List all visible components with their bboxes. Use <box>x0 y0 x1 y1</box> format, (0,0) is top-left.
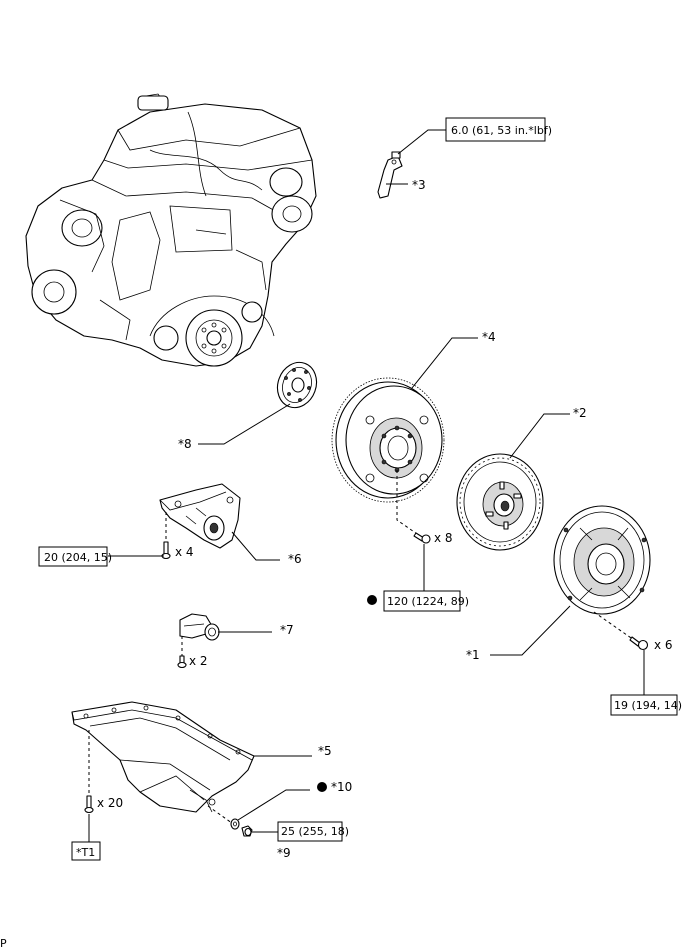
oil-pan[interactable] <box>71 701 255 813</box>
flywheel-spacer[interactable] <box>271 357 322 413</box>
filled-circle-icon <box>367 595 377 605</box>
drain-torque-label: 25 (255, 18) <box>281 825 349 838</box>
flywheel-torque-box <box>383 590 461 612</box>
clutch-cover[interactable] <box>553 505 651 615</box>
mount-bolt-qty: x 4 <box>175 545 194 559</box>
gasket-callout-leader <box>237 789 310 821</box>
housing-bolt[interactable] <box>177 655 187 669</box>
pan-bolt-qty: x 20 <box>97 796 123 810</box>
drain-torque-box <box>277 821 343 842</box>
callout-10: *10 <box>331 780 352 794</box>
callout-7: *7 <box>280 623 294 637</box>
mount-torque-box <box>38 546 108 567</box>
mount-torque-label: 20 (204, 15) <box>44 551 112 564</box>
sensor-torque-leader <box>397 129 446 155</box>
disc-callout-leader <box>509 413 570 459</box>
cover-bolt-qty: x 6 <box>654 638 673 652</box>
clutch-disc[interactable] <box>456 453 544 551</box>
inlet-housing[interactable] <box>179 613 220 641</box>
sensor-torque-label: 6.0 (61, 53 in.*lbf) <box>451 124 552 137</box>
sensor-torque-box <box>445 117 546 142</box>
flywheel-torque-label: 120 (1224, 89) <box>387 595 469 608</box>
housing-bolt-qty: x 2 <box>189 654 208 668</box>
pan-torque-box <box>71 841 101 861</box>
mount-callout-leader <box>231 531 280 561</box>
callout-3: *3 <box>412 178 426 192</box>
mount-bolt[interactable] <box>161 541 171 560</box>
engine-assembly <box>25 93 317 367</box>
callout-8: *8 <box>178 437 192 451</box>
cover-torque-box <box>610 694 678 716</box>
clutch-cover-bolt[interactable] <box>629 636 649 651</box>
callout-4: *4 <box>482 330 496 344</box>
cover-torque-label: 19 (194, 14) <box>614 699 682 712</box>
callout-1: *1 <box>466 648 480 662</box>
pan-torque-label: *T1 <box>76 846 95 859</box>
cover-callout-leader <box>490 605 571 656</box>
cover-bolt-guide <box>593 611 635 641</box>
flywheel-callout-leader <box>411 337 478 389</box>
flywheel[interactable] <box>331 377 445 503</box>
flywheel-bolt[interactable] <box>413 532 431 544</box>
flywheel-bolt-qty: x 8 <box>434 531 453 545</box>
drain-gasket[interactable] <box>230 818 240 830</box>
drain-plug[interactable] <box>241 825 253 837</box>
spacer-callout-leader <box>198 403 291 445</box>
callout-2: *2 <box>573 406 587 420</box>
pan-bolt[interactable] <box>84 795 94 814</box>
callout-6: *6 <box>288 552 302 566</box>
callout-5: *5 <box>318 744 332 758</box>
filled-circle-icon <box>317 782 327 792</box>
engine-mount-bracket[interactable] <box>159 483 241 549</box>
callout-9: *9 <box>277 846 291 860</box>
corner-mark: P <box>0 937 7 949</box>
flywheel-bolt-guide <box>396 470 421 537</box>
crank-position-sensor[interactable] <box>377 151 403 199</box>
